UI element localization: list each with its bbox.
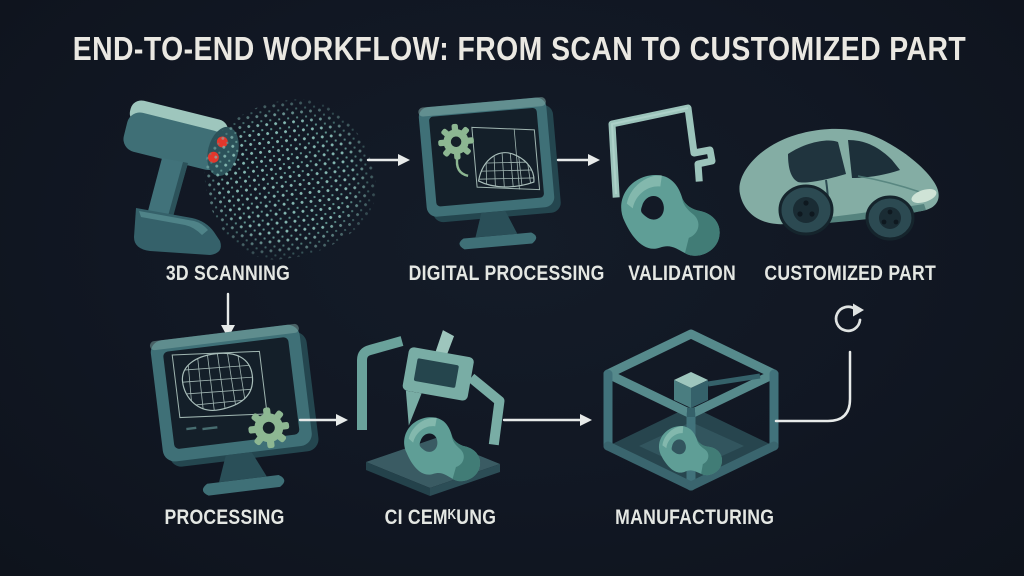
car-icon [739,128,939,241]
arrow-right-icon [556,154,600,166]
caliper-with-part-icon [357,330,505,496]
arrow-right-icon [298,414,348,426]
step-label-3d-scanning: 3D SCANNING [165,262,291,285]
elbow-connector-line [774,350,852,423]
step-label-measuring: CI CEMᴷUNG [384,506,496,529]
monitor-wireframe-gear-icon [149,323,319,496]
step-label-manufacturing: MANUFACTURING [615,506,775,529]
3d-printer-frame-icon [603,329,779,491]
page-title: END-TO-END WORKFLOW: FROM SCAN TO CUSTOM… [72,30,967,67]
arrow-down-icon [221,292,235,338]
step-label-customized-part: CUSTOMIZED PART [764,262,936,285]
screen-with-part-icon [608,104,722,264]
arrow-right-icon [502,414,592,426]
step-label-digital-processing: DIGITAL PROCESSING [408,262,605,285]
arrow-right-icon [366,154,410,166]
refresh-icon [834,303,864,333]
step-label-validation: VALIDATION [628,262,736,285]
monitor-gear-wireframe-icon [418,97,561,250]
step-label-processing: PROCESSING [164,506,286,529]
